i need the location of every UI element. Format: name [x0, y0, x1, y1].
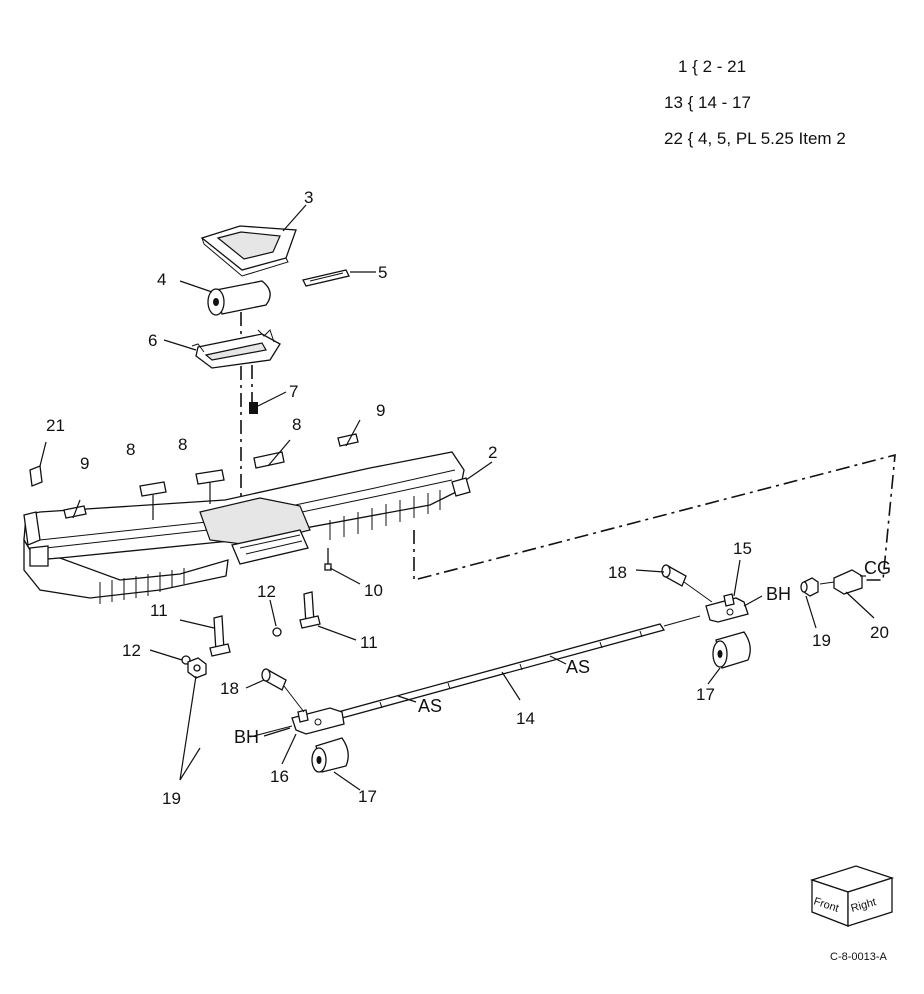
part-2-chute-assembly	[23, 451, 471, 604]
callout-16: 16	[270, 767, 289, 786]
callout-8c: 8	[292, 415, 301, 434]
legend-line-1: 1 { 2 - 21	[678, 57, 747, 76]
callout-9a: 9	[80, 454, 89, 473]
part-15-bracket	[705, 593, 749, 623]
tag-bh-right: BH	[766, 584, 791, 604]
callout-9b: 9	[376, 401, 385, 420]
callout-11b: 11	[360, 633, 378, 652]
part-6-holder	[191, 329, 281, 369]
part-4-roller	[207, 280, 271, 316]
part-7-spring	[249, 402, 258, 414]
callout-17b: 17	[358, 787, 377, 806]
callout-numbers: 3 4 5 6 7 9 8 21 8 8 2 9 10 12 11 11 12 …	[46, 188, 889, 808]
part-17-rollers	[311, 631, 751, 773]
legend-line-2: 13 { 14 - 17	[664, 93, 751, 112]
callout-18a: 18	[608, 563, 627, 582]
tag-cg: CG	[864, 558, 891, 578]
part-10-pin	[324, 548, 332, 571]
callout-11a: 11	[150, 601, 168, 620]
callout-3: 3	[304, 188, 313, 207]
part-16-bracket	[291, 707, 345, 735]
tag-as-left: AS	[418, 696, 442, 716]
tag-labels: BH CG AS AS BH	[234, 558, 891, 747]
part-20-clip	[819, 569, 863, 595]
callout-17a: 17	[696, 685, 715, 704]
leader-lines	[39, 204, 875, 791]
alignment-lines	[240, 312, 896, 582]
callout-14: 14	[516, 709, 535, 728]
part-5-shaft	[302, 269, 350, 287]
callout-8a: 8	[126, 440, 135, 459]
callout-12a: 12	[257, 582, 276, 601]
orientation-cube: Front Right	[809, 865, 895, 927]
part-11-actuators	[209, 591, 321, 657]
callout-4: 4	[157, 270, 166, 289]
callout-2: 2	[488, 443, 497, 462]
part-12-screws	[181, 627, 282, 665]
callout-7: 7	[289, 382, 298, 401]
callout-21: 21	[46, 416, 65, 435]
callout-15: 15	[733, 539, 752, 558]
part-19-bearings	[187, 577, 819, 679]
part-18-springs	[261, 564, 713, 713]
callout-20: 20	[870, 623, 889, 642]
callout-18b: 18	[220, 679, 239, 698]
callout-6: 6	[148, 331, 157, 350]
callout-19b: 19	[162, 789, 181, 808]
figure-reference: C-8-0013-A	[830, 951, 888, 963]
legend-line-3: 22 { 4, 5, PL 5.25 Item 2	[664, 129, 846, 148]
callout-12b: 12	[122, 641, 141, 660]
callout-5: 5	[378, 263, 387, 282]
callout-19a: 19	[812, 631, 831, 650]
tag-as-right: AS	[566, 657, 590, 677]
callout-8b: 8	[178, 435, 187, 454]
tag-bh-left: BH	[234, 727, 259, 747]
callout-10: 10	[364, 581, 383, 600]
part-3-cover	[200, 225, 297, 277]
